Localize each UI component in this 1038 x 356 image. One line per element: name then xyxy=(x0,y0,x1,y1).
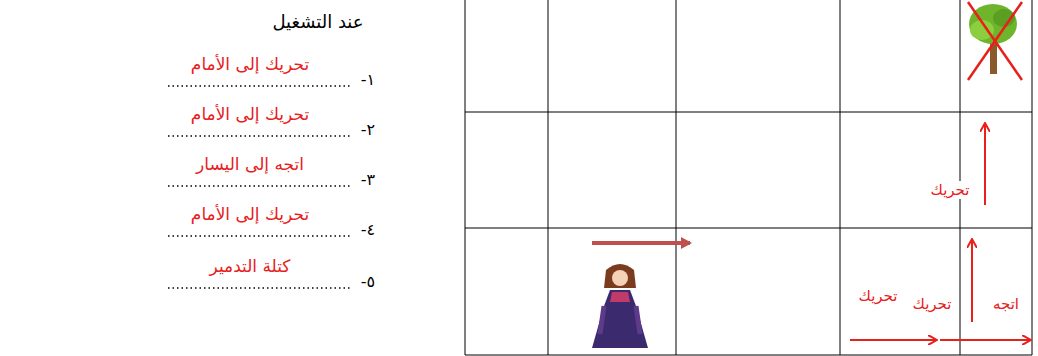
tree-icon xyxy=(968,2,1022,80)
move-arrows xyxy=(850,124,1030,340)
step-number: ٥- xyxy=(359,272,377,291)
dotted-lines xyxy=(168,86,352,288)
answer-text: تحريك إلى الأمام xyxy=(189,54,311,74)
move-label: تحريك xyxy=(857,287,900,305)
step-number: ٤- xyxy=(359,220,377,239)
heading-text: عند التشغيل xyxy=(270,11,365,33)
answer-text: تحريك إلى الأمام xyxy=(189,204,311,224)
move-label: تحريك xyxy=(929,181,972,199)
grid xyxy=(465,0,1032,355)
step-number: ٢- xyxy=(359,120,377,139)
step-number: ١- xyxy=(359,70,377,89)
facing-arrow xyxy=(592,241,690,245)
answer-text: تحريك إلى الأمام xyxy=(189,104,311,124)
step-number: ٣- xyxy=(359,170,377,189)
character-figure xyxy=(592,264,648,348)
move-label: تحريك xyxy=(911,295,954,313)
turn-label: اتجه xyxy=(991,295,1021,313)
answer-text: كتلة التدمير xyxy=(208,256,293,276)
answer-text: اتجه إلى اليسار xyxy=(194,154,306,174)
